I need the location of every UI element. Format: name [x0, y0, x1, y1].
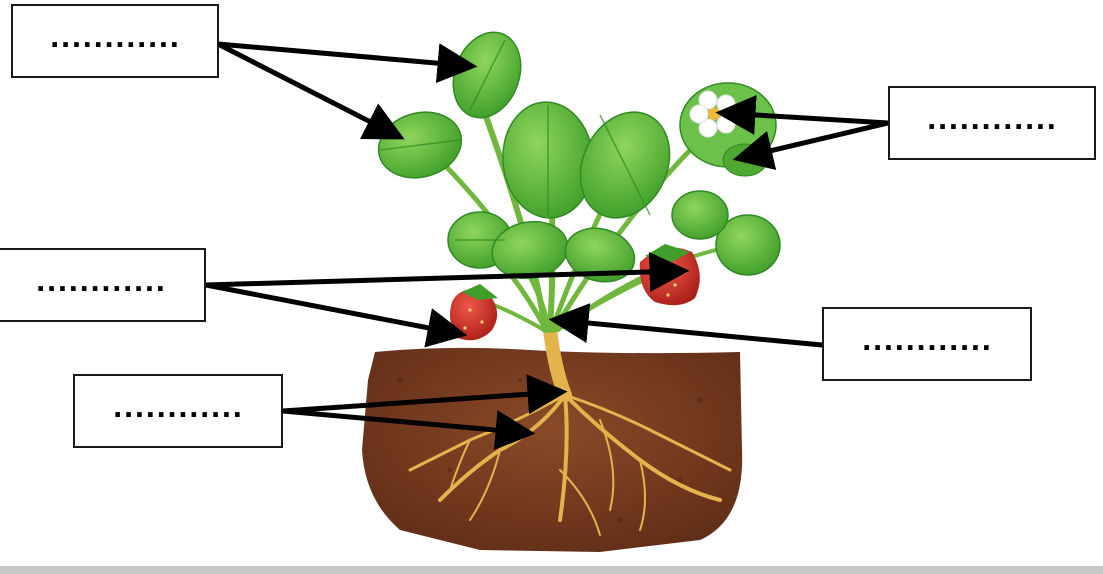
arrow-stem: [556, 320, 822, 345]
flower-cluster: [680, 83, 776, 176]
label-box-fruit: ............: [0, 248, 206, 322]
bottom-divider: [0, 566, 1103, 574]
label-box-flower: ............: [888, 86, 1096, 160]
label-fruit-blank: ............: [36, 270, 167, 296]
label-leaf-blank: ............: [50, 26, 181, 52]
leaf: [672, 191, 728, 239]
label-flower-blank: ............: [927, 108, 1058, 134]
label-root-blank: ............: [113, 396, 244, 422]
label-box-stem: ............: [822, 307, 1032, 381]
label-box-leaf: ............: [11, 4, 219, 78]
label-stem-blank: ............: [862, 329, 993, 355]
label-box-root: ............: [73, 374, 283, 448]
arrow-fruit-2: [206, 285, 460, 334]
soil: [362, 348, 742, 552]
